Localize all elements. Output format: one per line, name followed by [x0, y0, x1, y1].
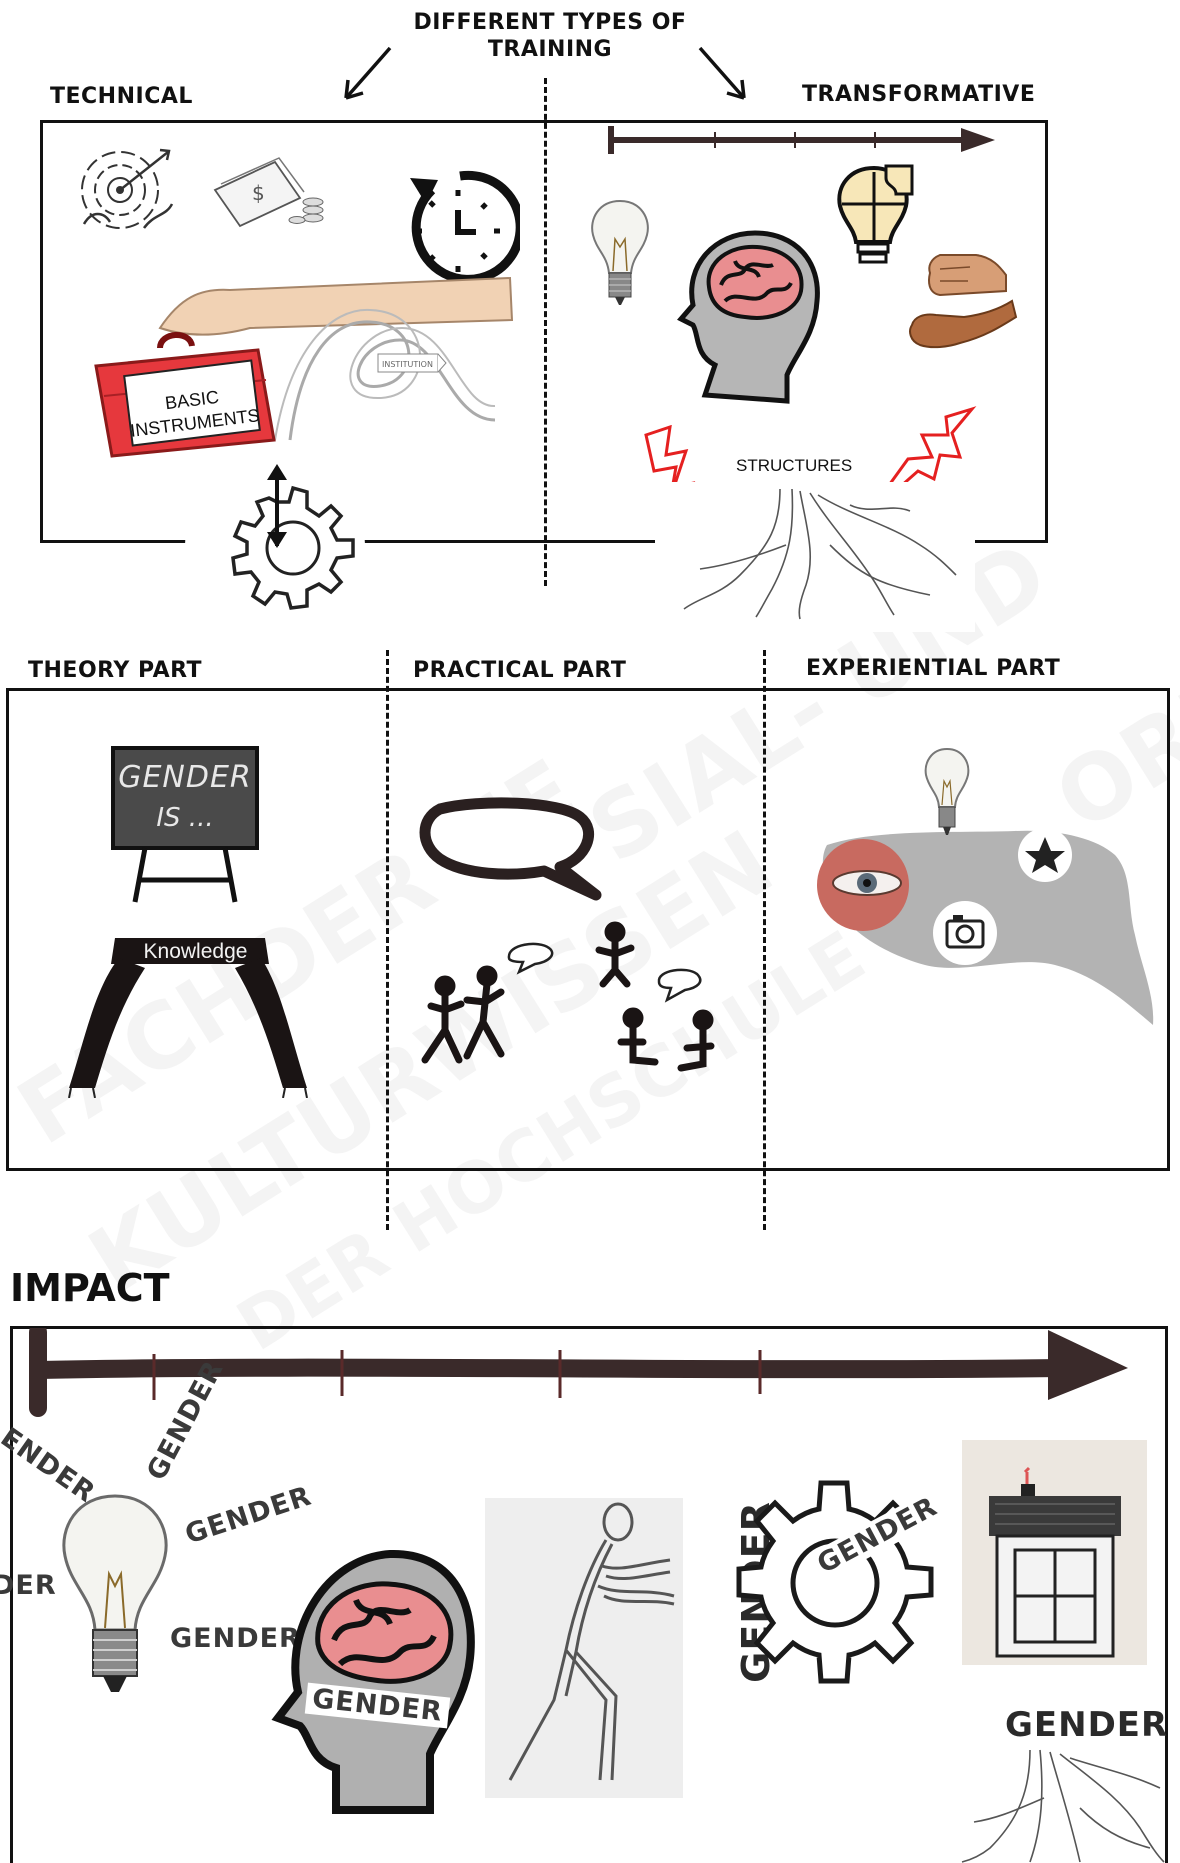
gender-label-partial-side: DER: [0, 1570, 57, 1601]
experiential-part-heading: EXPERIENTIAL PART: [806, 656, 1060, 681]
structures-label: STRUCTURES: [736, 456, 852, 476]
head-brain-icon: [675, 225, 825, 410]
knowledge-label: Knowledge: [118, 940, 273, 964]
transformative-heading: TRANSFORMATIVE: [802, 82, 1035, 107]
chalkboard-text-line2: IS ...: [113, 803, 257, 833]
svg-text:$: $: [252, 181, 265, 205]
technical-heading: TECHNICAL: [50, 84, 193, 109]
practical-experiential-divider: [763, 650, 766, 1230]
impact-heading: IMPACT: [10, 1266, 170, 1310]
impact-lightbulb-icon: [55, 1490, 175, 1715]
money-icon: $: [205, 150, 330, 230]
lightbulb-icon: [585, 195, 655, 315]
arrow-left-icon: [346, 48, 390, 98]
pushing-figure-icon: [490, 1500, 680, 1790]
group-discussion-icon: [415, 910, 735, 1090]
roots-gender-label: GENDER: [1005, 1705, 1168, 1745]
institution-sign-label: INSTITUTION: [382, 360, 433, 369]
title-arrows: [330, 40, 750, 120]
diagram-title-line1: DIFFERENT TYPES OF: [400, 10, 700, 35]
roots-icon: [680, 485, 960, 620]
experiential-lightbulb-icon: [920, 745, 975, 840]
impact-roots-icon: [960, 1748, 1170, 1863]
target-hands-icon: [70, 140, 185, 250]
gear-arrow-icon: [195, 460, 360, 630]
experiential-cloud-icon: [815, 825, 1160, 1035]
arrow-right-icon: [700, 48, 744, 98]
timeline-arrow-top: [605, 120, 1000, 160]
theory-part-heading: THEORY PART: [28, 658, 202, 683]
theory-practical-divider: [386, 650, 389, 1230]
speech-bubble-icon: [410, 795, 620, 905]
impact-head-brain-icon: [270, 1540, 480, 1820]
fist-bump-icon: [900, 245, 1020, 385]
road-icon: INSTITUTION: [270, 300, 500, 450]
chalkboard-text-line1: GENDER: [113, 760, 257, 795]
practical-part-heading: PRACTICAL PART: [413, 658, 626, 683]
building-icon: [985, 1450, 1125, 1660]
training-types-divider: [544, 78, 547, 586]
